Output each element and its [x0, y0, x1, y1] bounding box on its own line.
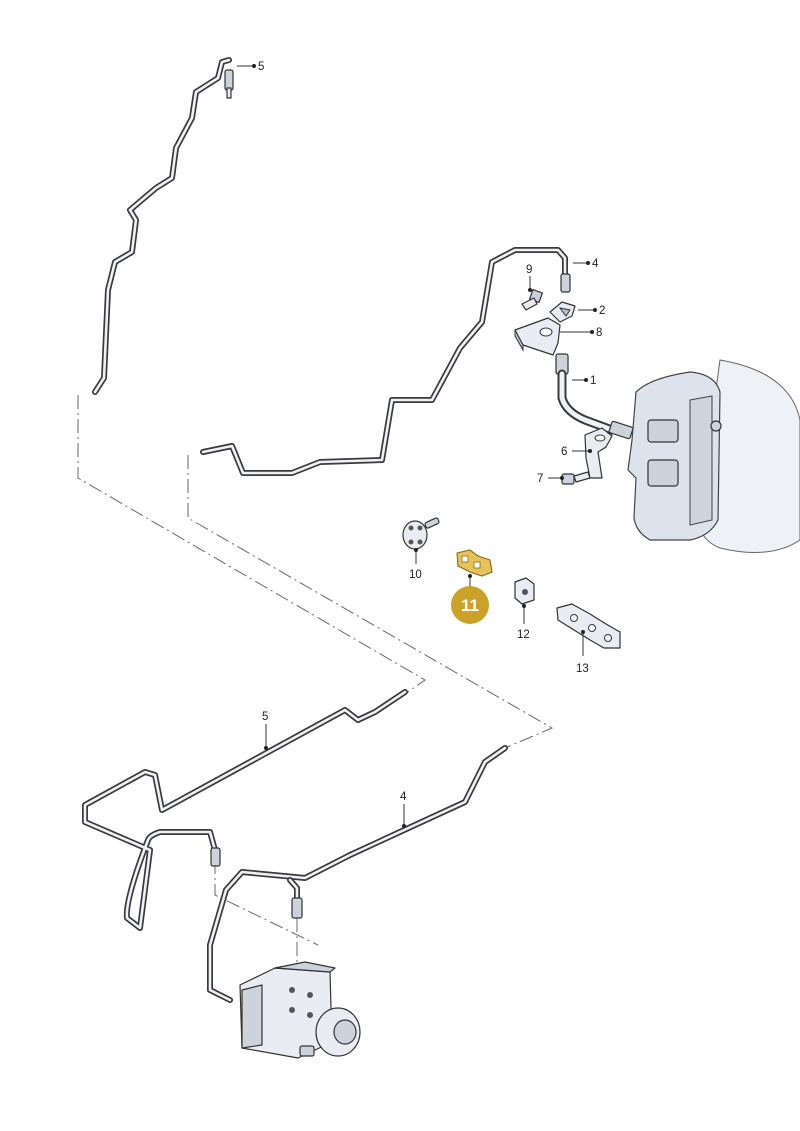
brake-hose-1[interactable] [555, 353, 634, 440]
callout-13[interactable]: 13 [576, 663, 589, 675]
bracket-8[interactable] [514, 317, 561, 356]
callout-7[interactable]: 7 [537, 473, 543, 485]
callout-10[interactable]: 10 [409, 569, 422, 581]
callout-4-top[interactable]: 4 [592, 258, 599, 270]
pipe-clip-11[interactable] [456, 549, 493, 577]
pipe-holder-12[interactable] [514, 577, 535, 605]
bolt-7[interactable] [561, 471, 591, 485]
callout-12[interactable]: 12 [517, 629, 530, 641]
brake-pipe-5-top[interactable] [92, 57, 234, 395]
pipe-holder-13[interactable] [556, 603, 621, 649]
brake-rotor [697, 359, 800, 553]
bolt-9[interactable] [521, 288, 544, 311]
brake-caliper-assembly [627, 359, 800, 553]
callout-5-bottom[interactable]: 5 [262, 711, 268, 723]
abs-motor-cap [333, 1019, 357, 1045]
caliper-piston-lower [647, 459, 679, 487]
callout-4-bottom[interactable]: 4 [400, 791, 407, 803]
abs-connector [299, 1045, 315, 1057]
caliper-side [689, 395, 713, 526]
highlight-badge [451, 586, 489, 624]
dashline-abs-port1 [214, 860, 319, 946]
caliper-bleed-screw [710, 420, 722, 432]
pipe-fitting-nut [291, 897, 303, 919]
pipe-fitting-nut [210, 847, 221, 867]
callout-6[interactable]: 6 [561, 446, 567, 458]
callout-2[interactable]: 2 [599, 305, 605, 317]
pipe-fitting-tip [226, 87, 232, 99]
abs-housing-top [274, 961, 336, 973]
brake-pipe-4-top[interactable] [200, 247, 571, 476]
leaders [237, 64, 597, 828]
dashline-pipe4 [187, 455, 554, 749]
pipe-fitting-nut [224, 69, 234, 91]
callout-9[interactable]: 9 [526, 264, 532, 276]
callout-11: 11 [461, 596, 479, 615]
callout-5-top[interactable]: 5 [258, 61, 264, 73]
caliper-piston-upper [647, 419, 679, 443]
callout-8[interactable]: 8 [596, 327, 602, 339]
abs-control-module [241, 984, 263, 1049]
bracket-6[interactable] [584, 427, 613, 479]
callout-1[interactable]: 1 [590, 375, 596, 387]
pipe-holder-10[interactable] [402, 517, 440, 550]
retaining-clip-2[interactable] [549, 301, 576, 323]
pipe-fitting-nut [560, 273, 571, 293]
assembly-lines [77, 395, 554, 965]
brake-pipe-5-bottom[interactable] [82, 689, 408, 931]
abs-control-unit [239, 961, 361, 1059]
hose-end-fitting-bottom [608, 420, 634, 440]
dashline-pipe5 [77, 395, 426, 695]
highlighted-callout-11[interactable]: 11 [451, 586, 489, 624]
brake-pipe-4-bottom[interactable] [207, 745, 508, 1003]
callout-labels: 5 4 9 2 8 1 6 7 10 12 13 5 4 [258, 61, 605, 803]
